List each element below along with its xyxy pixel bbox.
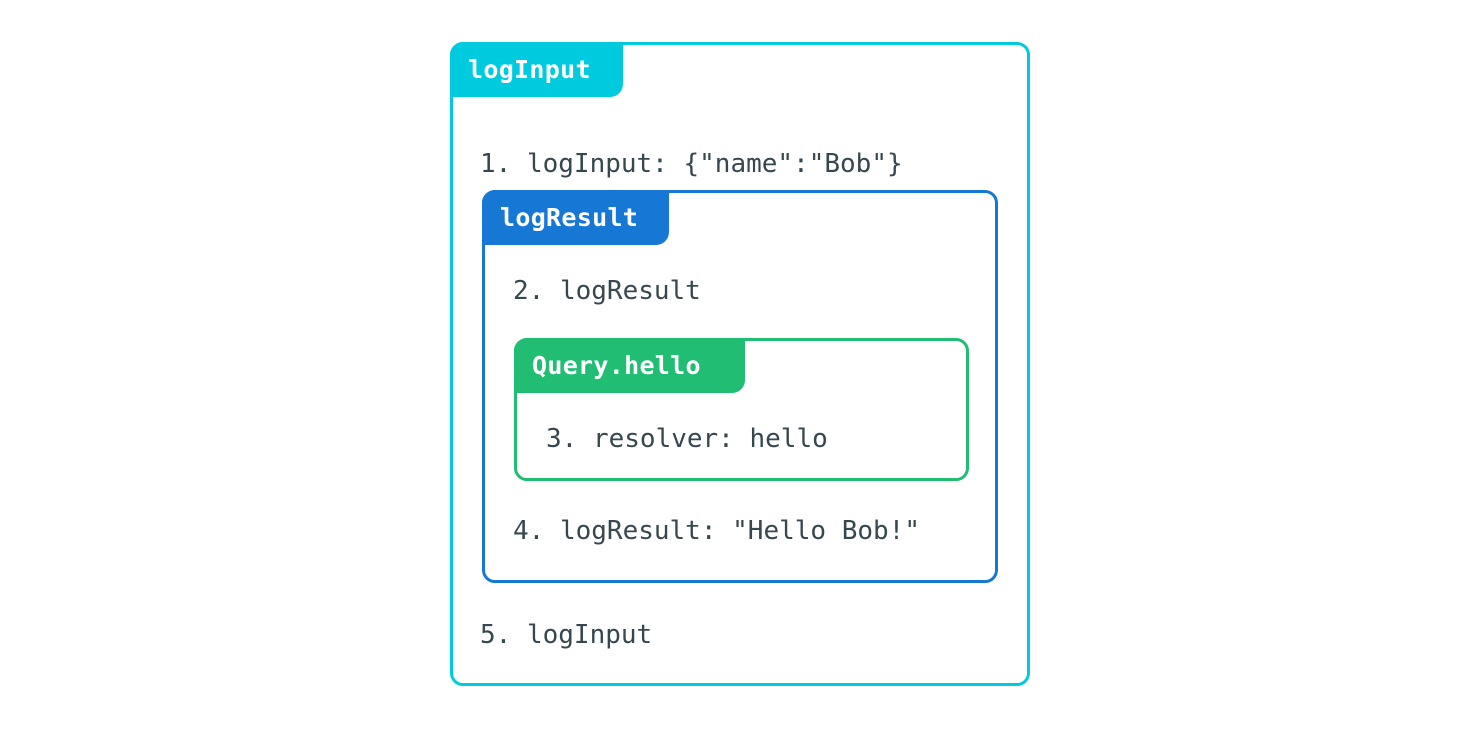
trace-line-3: 3. resolver: hello bbox=[546, 424, 828, 454]
trace-tab-loginput: logInput bbox=[450, 42, 623, 97]
trace-line-1: 1. logInput: {"name":"Bob"} bbox=[480, 149, 903, 179]
trace-line-5: 5. logInput bbox=[480, 620, 653, 650]
trace-box-loginput: logInput 1. logInput: {"name":"Bob"} log… bbox=[450, 42, 1030, 686]
trace-box-query-hello: Query.hello 3. resolver: hello bbox=[514, 338, 969, 481]
trace-line-4: 4. logResult: "Hello Bob!" bbox=[513, 516, 920, 546]
trace-box-logresult: logResult 2. logResult Query.hello 3. re… bbox=[482, 190, 998, 583]
trace-line-2: 2. logResult bbox=[513, 276, 701, 306]
trace-tab-logresult: logResult bbox=[482, 190, 669, 245]
trace-tab-query-hello: Query.hello bbox=[514, 338, 745, 393]
